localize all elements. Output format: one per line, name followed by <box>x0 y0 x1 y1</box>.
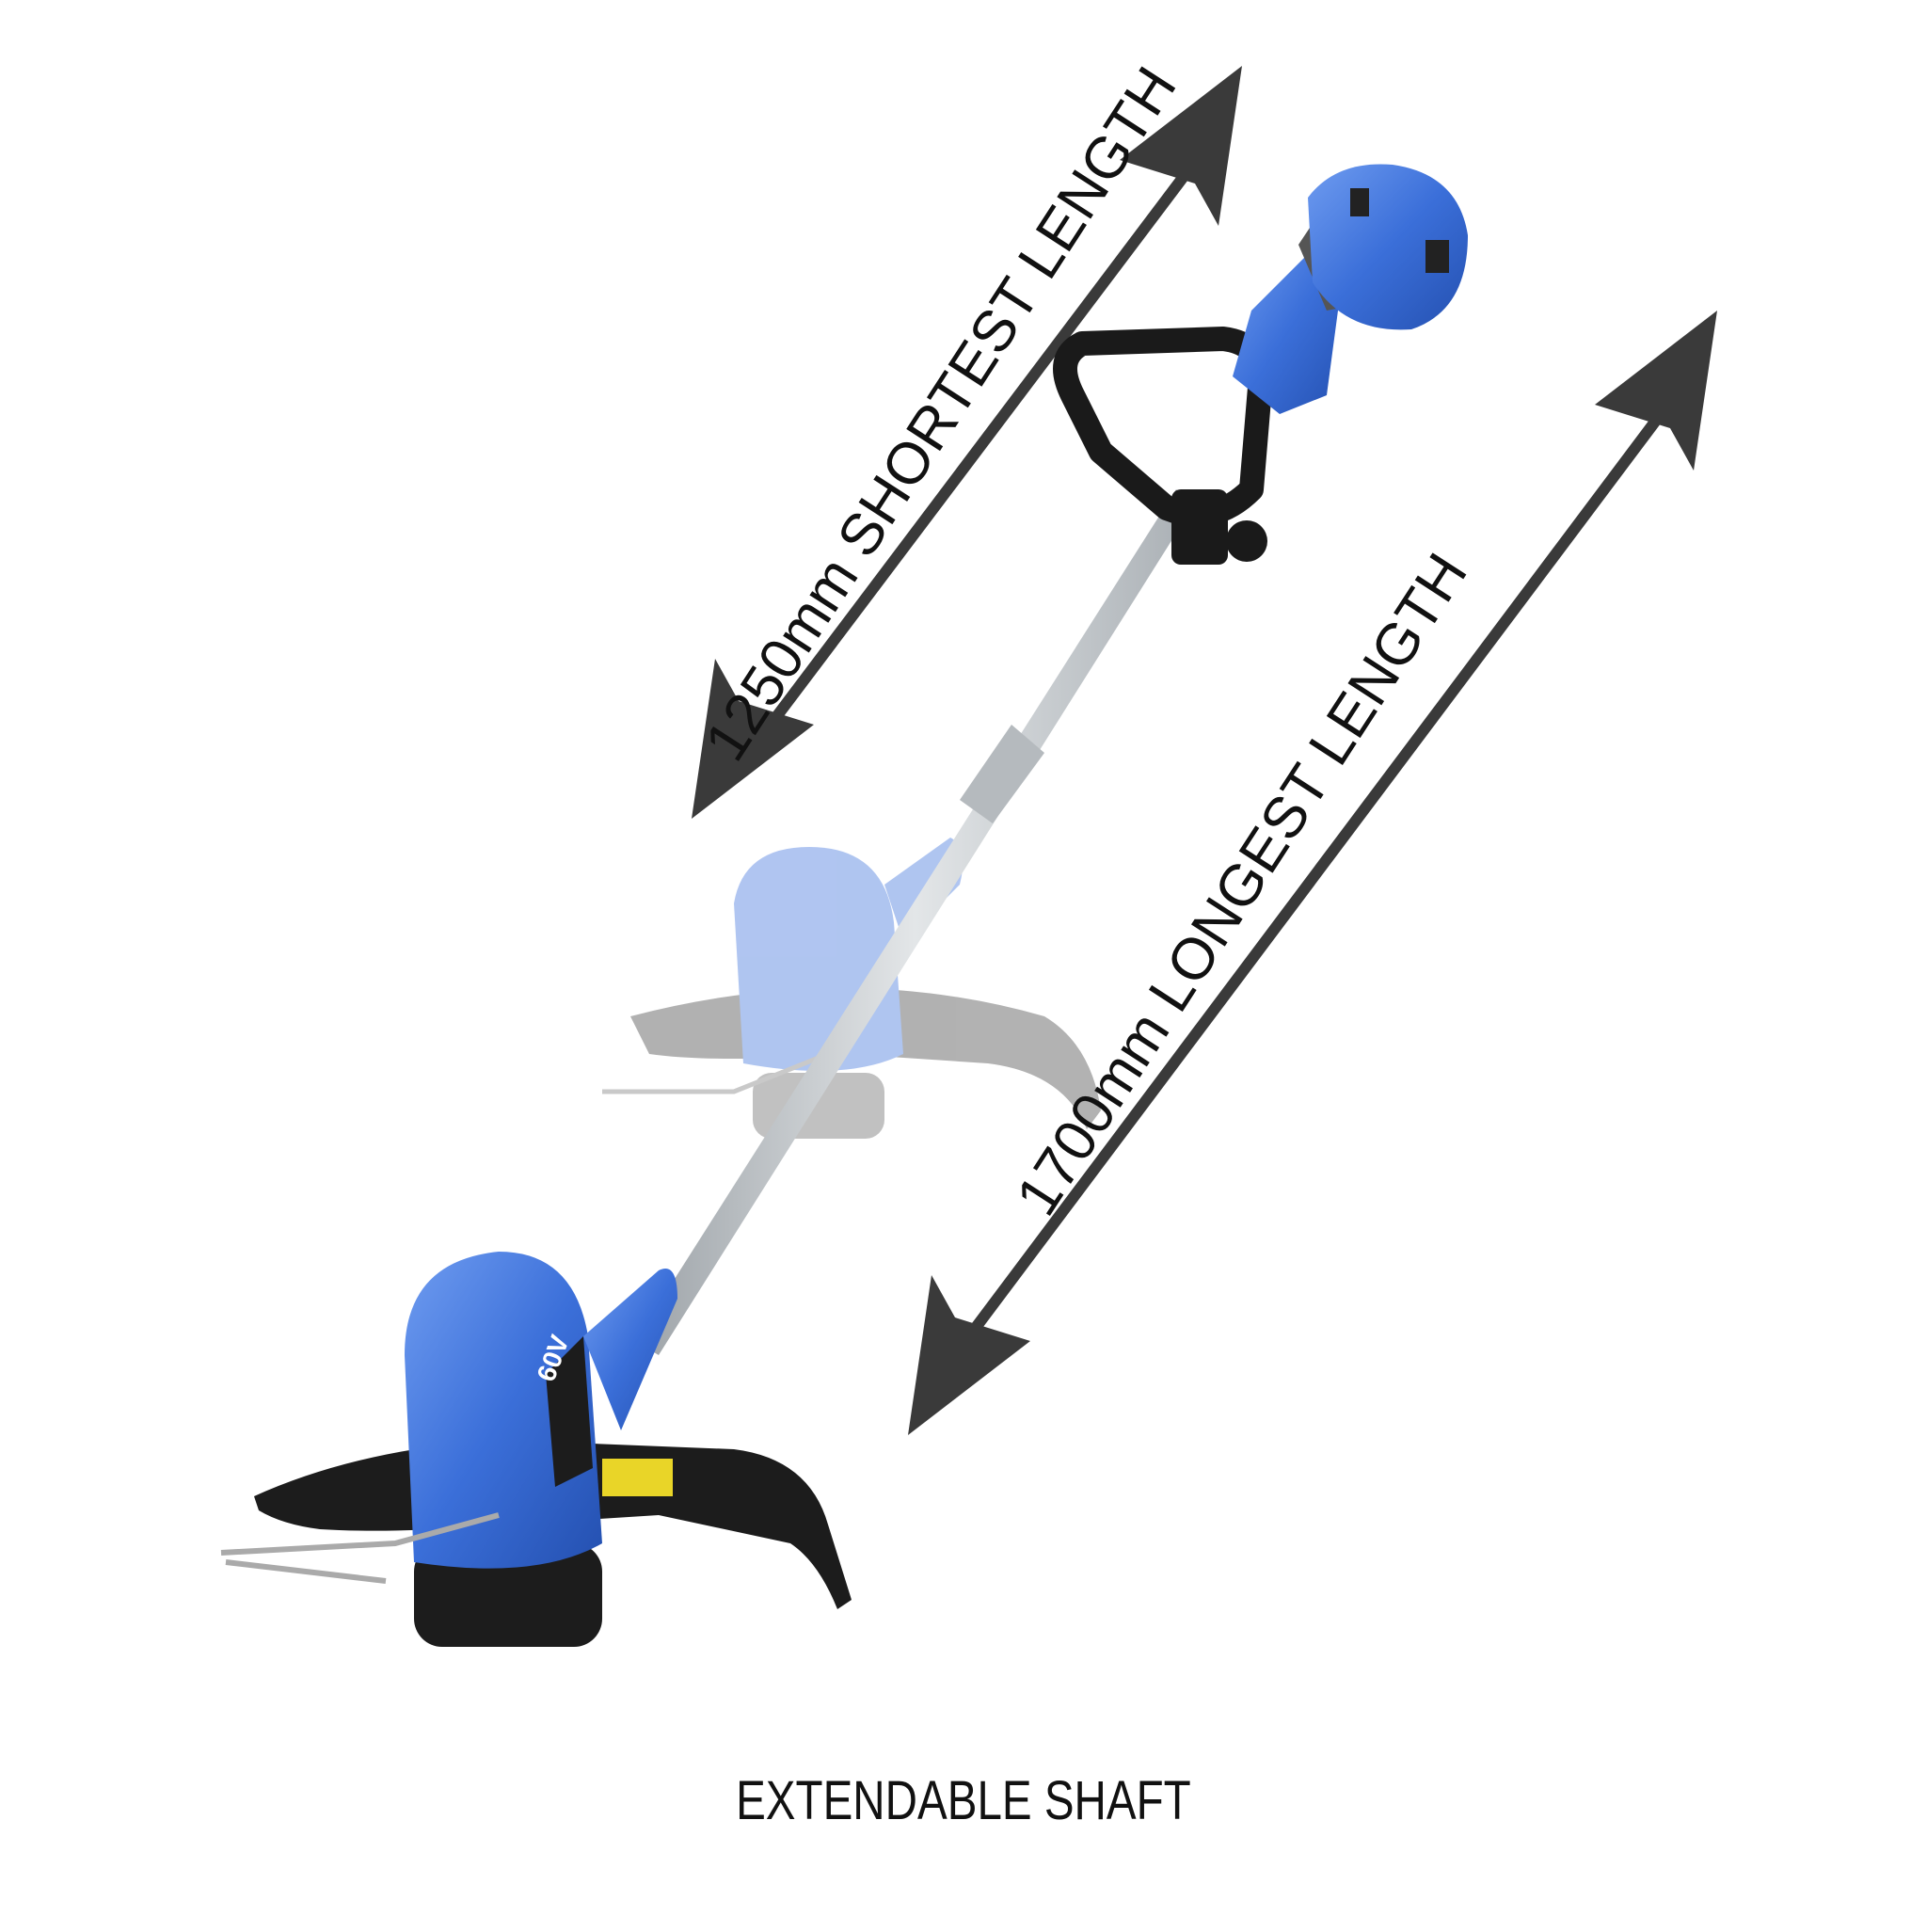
main-trimmer-head: 60V <box>220 1252 852 1647</box>
longest-length-arrow <box>908 311 1717 1435</box>
trimmer-shaft <box>635 489 1195 1355</box>
ghost-trimmer-head <box>602 838 1101 1139</box>
caption-text: EXTENDABLE SHAFT <box>736 1770 1191 1831</box>
shortest-length-arrow <box>692 66 1242 819</box>
battery-housing <box>1233 164 1468 414</box>
caption: EXTENDABLE SHAFT <box>0 1769 1927 1832</box>
